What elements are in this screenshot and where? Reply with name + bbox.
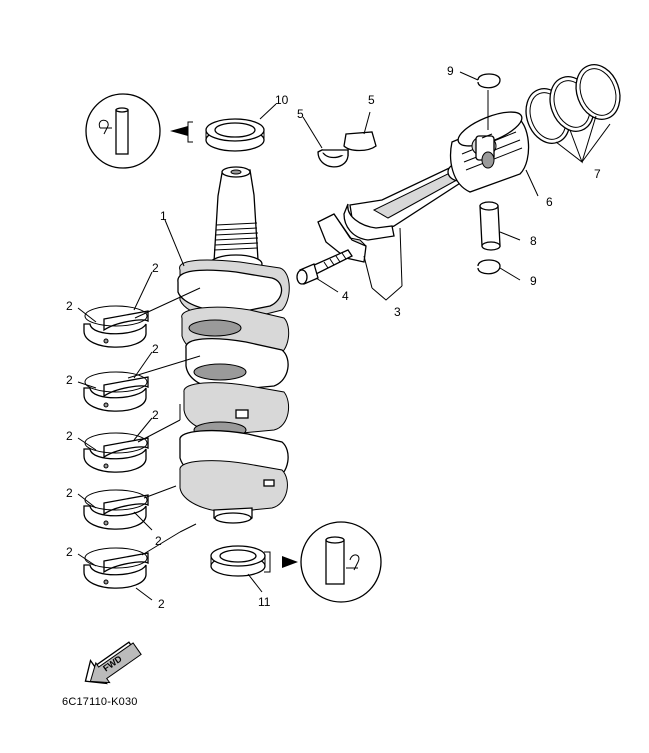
main-bearing-pair-2 [83, 371, 149, 412]
callout-rod-bearing: 5 [368, 93, 375, 107]
callout-main-bearing: 2 [155, 534, 162, 548]
callout-main-bearing: 2 [152, 261, 159, 275]
callout-main-bearing: 2 [66, 299, 73, 313]
pin-clips [459, 71, 521, 281]
callout-main-bearing: 2 [152, 342, 159, 356]
crankshaft [177, 166, 290, 524]
main-bearing-halves [83, 305, 149, 589]
callout-lower-oil-seal: 11 [258, 595, 271, 609]
callout-piston-pin: 8 [530, 234, 537, 248]
rod-bearing-halves [302, 111, 377, 168]
main-bearing-pair-4 [83, 489, 149, 530]
callout-pin-clip: 9 [447, 64, 454, 78]
callout-piston-ring-set: 7 [594, 167, 601, 181]
upper-seal-detail [85, 93, 193, 169]
callout-pin-clip: 9 [530, 274, 537, 288]
callout-main-bearing: 2 [152, 408, 159, 422]
callout-labels: 1 2 2 2 2 2 2 2 2 2 2 3 4 5 5 6 7 8 9 9 … [66, 64, 601, 611]
callout-main-bearing: 2 [66, 545, 73, 559]
piston-pin [479, 201, 521, 251]
callout-main-bearing: 2 [66, 373, 73, 387]
callout-rod-bolt: 4 [342, 289, 349, 303]
main-bearing-pair-3 [83, 432, 149, 473]
bearing-leaders [77, 219, 201, 601]
piston [449, 111, 539, 197]
upper-oil-seal [205, 103, 277, 152]
callout-upper-oil-seal: 10 [275, 93, 289, 107]
callout-main-bearing: 2 [158, 597, 165, 611]
callout-piston: 6 [546, 195, 553, 209]
main-bearing-pair-5 [83, 547, 149, 589]
callout-main-bearing: 2 [66, 486, 73, 500]
main-bearing-pair-1 [83, 305, 149, 348]
connecting-rod [317, 161, 473, 301]
piston-rings [525, 64, 621, 164]
fwd-arrow-icon: FWD [84, 641, 142, 685]
callout-crankshaft: 1 [160, 209, 167, 223]
callout-connecting-rod: 3 [394, 305, 401, 319]
lower-oil-seal [210, 545, 266, 593]
callout-rod-bearing: 5 [297, 107, 304, 121]
lower-seal-detail [264, 521, 382, 603]
callout-main-bearing: 2 [66, 429, 73, 443]
rod-bolt [296, 249, 353, 293]
drawing-code: 6C17110-K030 [62, 696, 138, 708]
